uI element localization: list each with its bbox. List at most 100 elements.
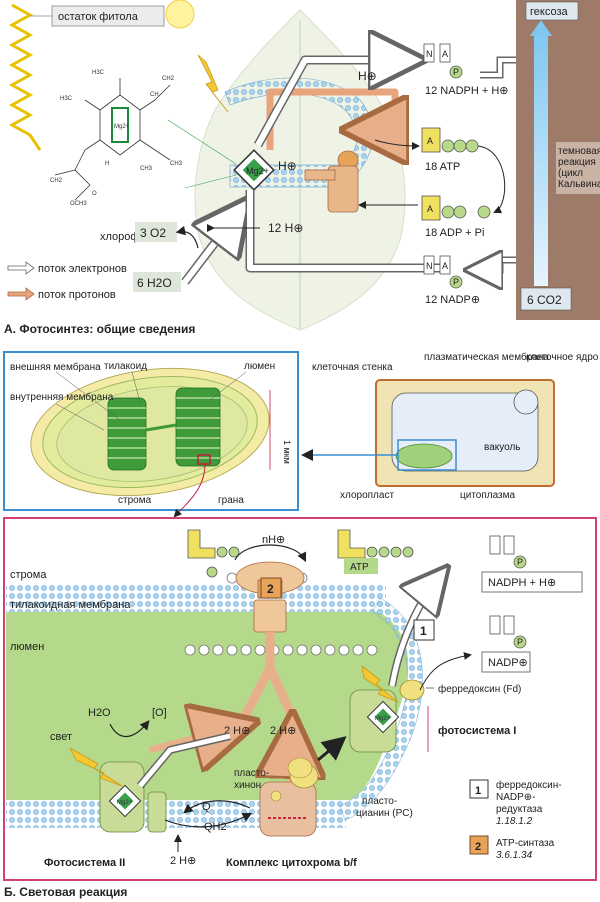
svg-text:CH3: CH3: [140, 166, 153, 172]
svg-text:A: A: [427, 136, 433, 146]
legend-1-line-2: NADP⊕-: [496, 792, 536, 803]
nadp-label: 12 NADP⊕: [425, 294, 480, 306]
nh-label: nH⊕: [262, 534, 285, 546]
ferredoxin-label: ферредоксин (Fd): [438, 683, 521, 695]
legend-1-number: 1: [475, 785, 481, 797]
svg-text:A: A: [442, 49, 448, 59]
caption-b: Б. Световая реакция: [4, 885, 127, 899]
svg-text:P: P: [453, 277, 459, 287]
adp-molecule-b: [187, 529, 240, 578]
reaction-center: Mg2+: [233, 149, 275, 191]
nadp-label-b: NADP⊕: [488, 657, 528, 669]
protons-label: 12 H⊕: [268, 221, 303, 235]
qh2-label: QH2: [204, 821, 227, 833]
plant-cell: клеточная стенка плазматическая мембрана…: [173, 351, 599, 518]
atp-synthase: 2: [235, 561, 305, 633]
svg-text:CH2: CH2: [162, 76, 175, 82]
svg-text:P: P: [517, 637, 523, 647]
q-label: Q: [202, 801, 211, 813]
cytoplasm-label: цитоплазма: [460, 490, 516, 501]
legend-proton-flow: поток протонов: [7, 287, 116, 301]
legend-1-line-3: редуктаза: [496, 804, 543, 815]
lightning-icon-b: [69, 746, 123, 787]
caption-a: А. Фотосинтез: общие сведения: [4, 322, 195, 336]
photosystem-i: Mg2+: [349, 679, 425, 753]
lumen-label-b: люмен: [10, 641, 44, 653]
chloroplast-label: хлоропласт: [340, 490, 394, 501]
dark-reaction-line-4: Кальвина): [558, 179, 600, 190]
sun-icon: [165, 0, 195, 29]
h-plus-top: H⊕: [358, 69, 377, 83]
cytochrome-label: Комплекс цитохрома b/f: [226, 857, 357, 869]
adp-molecule: A: [421, 195, 491, 221]
hexose-label: гексоза: [530, 6, 568, 18]
svg-text:O: O: [92, 191, 97, 197]
nadph-molecule-b: P: [489, 535, 527, 569]
dark-reaction-line-3: (цикл: [558, 168, 583, 179]
svg-text:H3C: H3C: [92, 70, 105, 76]
zoom-marker: [197, 454, 211, 465]
svg-text:N: N: [426, 49, 433, 59]
svg-text:CH3: CH3: [170, 161, 183, 167]
outer-membrane-label: внешняя мембрана: [10, 361, 101, 373]
dark-reaction-line-1: темновая: [558, 146, 600, 157]
co2-label: 6 CO2: [527, 293, 562, 307]
water-label-b: H2O: [88, 707, 111, 719]
water-label: 6 H2O: [137, 276, 172, 290]
atp-label: 18 ATP: [425, 161, 460, 173]
vacuole-label: вакуоль: [484, 442, 521, 453]
svg-text:Mg2+: Mg2+: [117, 800, 133, 806]
nadp-molecule-b: P: [489, 615, 527, 649]
atp-synthase-number: 2: [267, 582, 274, 596]
chlorophyll-molecule: [54, 78, 171, 201]
svg-text:поток электронов: поток электронов: [38, 263, 127, 275]
atp-molecule-b: [337, 529, 414, 559]
two-h-right: 2 H⊕: [270, 725, 296, 737]
h-plus-mid: H⊕: [278, 159, 297, 173]
atp-label-b: ATP: [350, 562, 369, 573]
lumen-label: люмен: [244, 361, 275, 372]
plastoquinone-label-1: пласто-: [234, 768, 269, 779]
mg-atom-label: Mg2+: [114, 124, 130, 130]
phytol-chain: [8, 3, 42, 151]
legend-2-name: ATP-синтаза: [496, 838, 555, 849]
lightning-icon-c: [361, 665, 399, 703]
photosystem-ii-label: Фотосистема II: [44, 857, 125, 869]
lumen-region: [6, 612, 409, 800]
photosystem-i-label: фотосистема I: [438, 725, 516, 737]
lightning-icon: [197, 54, 229, 113]
nucleus-label: клеточное ядро: [526, 352, 599, 363]
panel-b: 2 nH⊕ ATP 2 H⊕ 2 H⊕: [3, 517, 597, 881]
svg-text:A: A: [442, 261, 448, 271]
nadph-label: 12 NADPH + H⊕: [425, 85, 509, 97]
grana-stack-left: [107, 397, 147, 471]
oxygen-label: 3 O2: [140, 226, 166, 240]
plasma-membrane-label: плазматическая мембрана: [424, 351, 549, 363]
dark-reaction-line-2: реакция: [558, 157, 596, 168]
svg-text:Mg2+: Mg2+: [375, 716, 391, 722]
legend-2-ec: 3.6.1.34: [496, 850, 533, 861]
nadp-molecule: N A P: [423, 255, 463, 289]
proton-flow-arrow: [266, 88, 395, 150]
grana-label: грана: [218, 495, 244, 506]
svg-text:A: A: [427, 204, 433, 214]
plastocyanin-label-1: пласто-: [362, 796, 397, 807]
legend-electron-flow: поток электронов: [7, 261, 127, 275]
plastoquinone-label-2: хинон: [234, 780, 261, 791]
svg-text:OCH3: OCH3: [70, 201, 87, 207]
plastocyanin-label-2: цианин (PC): [356, 808, 413, 819]
cell-wall-label: клеточная стенка: [312, 362, 393, 373]
svg-text:CH2: CH2: [50, 178, 63, 184]
thylakoid-label: тилакоид: [104, 361, 147, 372]
stroma-label-b: строма: [10, 569, 47, 581]
svg-text:N: N: [426, 261, 433, 271]
legend-1-line-1: ферредоксин-: [496, 779, 562, 791]
two-h-bottom: 2 H⊕: [170, 855, 196, 867]
legend-2-number: 2: [475, 841, 481, 853]
thylakoid-membrane-label: тилакоидная мембрана: [10, 599, 131, 611]
phytol-label: остаток фитола: [58, 11, 139, 23]
svg-text:H3C: H3C: [60, 96, 73, 102]
oxygen-label-b: [O]: [152, 707, 167, 719]
svg-text:P: P: [453, 67, 459, 77]
